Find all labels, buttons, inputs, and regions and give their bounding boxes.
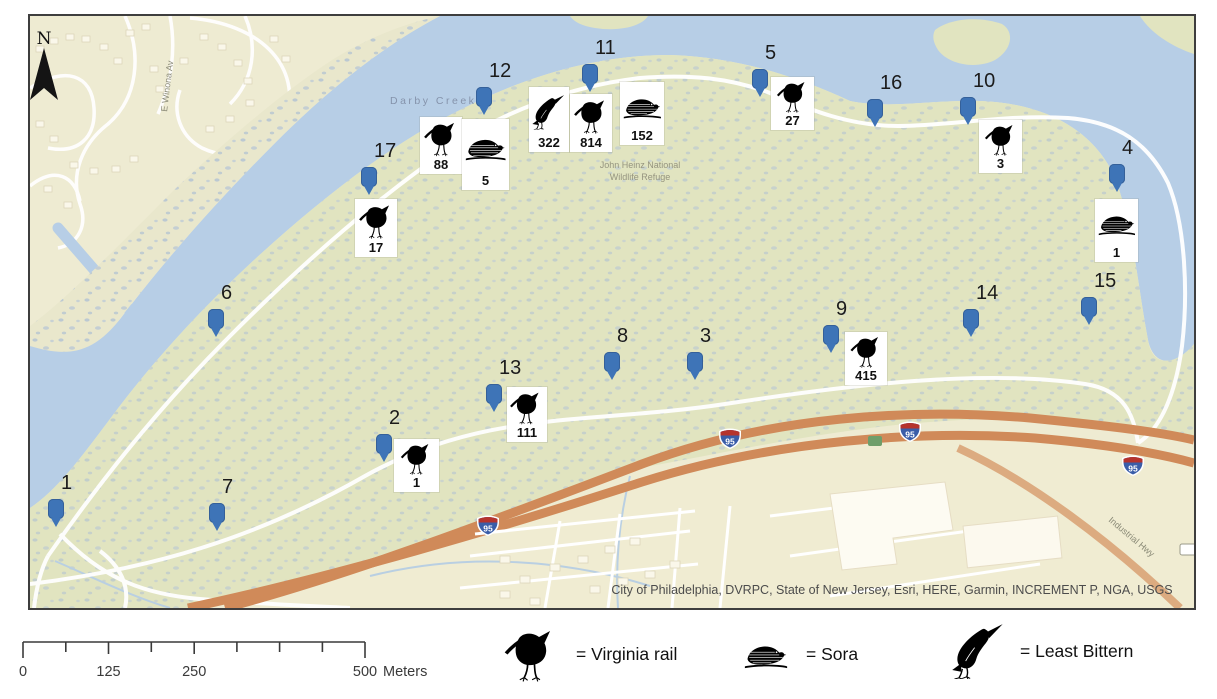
band-speckles [30,16,440,352]
scalebar-tick-250: 250 [182,664,206,680]
north-label: N [37,29,52,49]
industrial-hwy-road [956,444,1183,608]
creek-label: Darby Creek [390,95,476,107]
map-frame: 95 [28,14,1196,610]
sora-icon [740,632,792,676]
refuge-label-line1: John Heinz National [600,160,681,170]
south-streets [459,494,1041,608]
scalebar-tick-125: 125 [96,664,120,680]
large-buildings [829,481,1063,571]
scalebar-tick-0: 0 [19,664,27,680]
footer: 0 125 250 500 Meters = Virginia rail = S… [0,610,1217,699]
scalebar: 0 125 250 500 Meters [19,641,427,680]
legend-label-sora: = Sora [806,643,859,664]
legend-label-virginia-rail: = Virginia rail [576,643,678,664]
legend-item-least-bittern: = Least Bittern [950,614,1133,688]
legend-label-least-bittern: = Least Bittern [1020,640,1134,661]
scalebar-tick-500: 500 [353,664,377,680]
highway-i95-south [187,430,1194,608]
attribution-text: City of Philadelphia, DVRPC, State of Ne… [611,583,1172,597]
legend-item-virginia-rail: = Virginia rail [500,626,677,682]
marsh-speckles [30,55,1194,608]
marsh-islands [570,16,1194,65]
south-land [190,437,1194,608]
scalebar-unit: Meters [383,664,427,680]
south-houses [499,537,681,606]
refuge-trails [30,74,1188,608]
virginia-rail-icon [500,626,562,682]
refuge-label-line2: Wildlife Refuge [610,172,671,182]
residential-houses [35,23,291,209]
water-darby-creek [30,16,1194,508]
legend-item-sora: = Sora [740,632,858,676]
route-badge [1179,543,1194,556]
least-bittern-icon [950,614,1006,688]
base-map-svg: 95 [30,16,1194,608]
exit-badge [868,436,882,446]
north-arrow: N [30,29,58,100]
